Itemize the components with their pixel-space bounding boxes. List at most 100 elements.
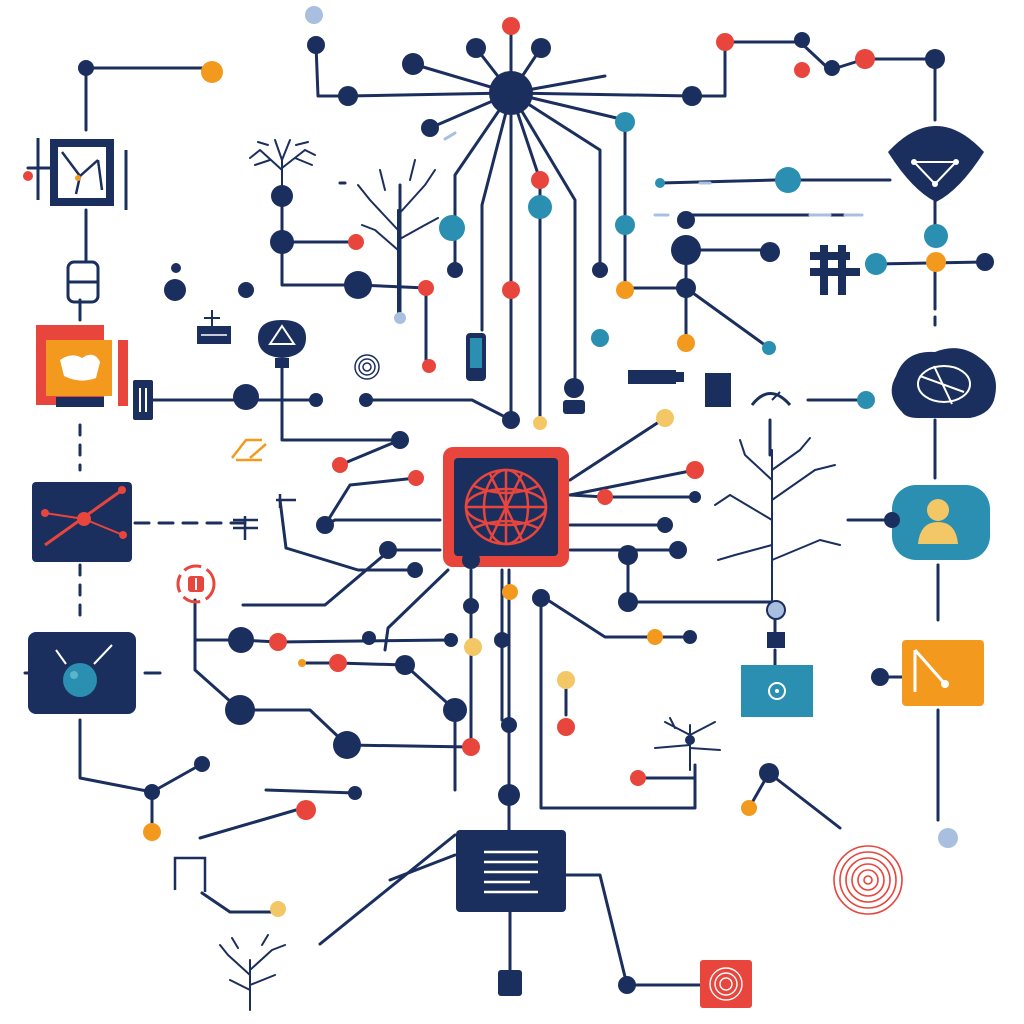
hierarchy-shield[interactable] — [888, 126, 984, 202]
node-dot — [857, 391, 875, 409]
node-dot — [333, 731, 361, 759]
node-dot — [924, 224, 948, 248]
node-dot — [618, 592, 638, 612]
eye-lens-icon — [55, 644, 113, 697]
node-dot — [591, 329, 609, 347]
node-dot — [269, 633, 287, 651]
node-dot — [741, 800, 757, 816]
node-dot — [647, 629, 663, 645]
node-dot — [307, 36, 325, 54]
node-dot — [296, 800, 316, 820]
orange-folder[interactable] — [36, 325, 128, 407]
node-dot — [402, 53, 424, 75]
node-dot — [444, 633, 458, 647]
node-dot — [630, 770, 646, 786]
node-dot — [395, 655, 415, 675]
node-dot — [794, 62, 810, 78]
node-dot — [309, 393, 323, 407]
node-dot — [557, 718, 575, 736]
node-dot — [362, 631, 376, 645]
node-dot — [592, 262, 608, 278]
node-dot — [225, 695, 255, 725]
top-hub-node — [489, 71, 533, 115]
map-folder-icon — [60, 354, 100, 381]
node-dot — [855, 49, 875, 69]
circuit-card[interactable] — [36, 138, 128, 210]
node-dot — [502, 411, 520, 429]
node-dot — [502, 17, 520, 35]
network-window[interactable] — [32, 482, 132, 562]
phone-node — [466, 333, 486, 381]
teal-display[interactable] — [741, 632, 813, 717]
plug-node — [66, 260, 100, 304]
connector-block — [628, 370, 731, 407]
node-dot — [618, 545, 638, 565]
node-dot — [615, 112, 635, 132]
node-dot — [528, 195, 552, 219]
node-dot — [656, 409, 674, 427]
connector-lines — [23, 26, 987, 987]
battery-node — [133, 380, 153, 420]
node-dot — [533, 416, 547, 430]
node-dot — [316, 516, 334, 534]
node-dot — [171, 263, 181, 273]
node-dot — [716, 33, 734, 51]
node-dot — [938, 828, 958, 848]
node-dot — [865, 253, 887, 275]
document-screen[interactable] — [456, 830, 566, 996]
central-processor[interactable] — [443, 447, 569, 567]
node-dot — [677, 334, 695, 352]
cloud-network[interactable] — [891, 348, 996, 418]
node-dot — [597, 489, 613, 505]
node-dot — [194, 756, 210, 772]
node-dot — [926, 252, 946, 272]
node-dot — [775, 167, 801, 193]
node-dot — [348, 234, 364, 250]
node-dot — [466, 38, 486, 58]
node-dot — [498, 784, 520, 806]
node-dot — [144, 784, 160, 800]
red-scribble-box — [700, 960, 752, 1008]
node-dot — [677, 211, 695, 229]
node-dot — [657, 517, 673, 533]
door-node — [173, 856, 207, 892]
spiral-icon — [354, 354, 380, 380]
node-dot — [616, 281, 634, 299]
node-dot — [379, 541, 397, 559]
node-dot — [348, 786, 362, 800]
node-dot — [338, 86, 358, 106]
red-scribble-icon — [709, 967, 743, 1001]
node-dot — [270, 901, 286, 917]
network-link-icon — [41, 486, 127, 547]
sensor-panel[interactable] — [28, 632, 136, 714]
node-dot — [501, 717, 517, 733]
node-dot — [824, 60, 840, 76]
node-dot — [686, 461, 704, 479]
red-spiral — [833, 845, 903, 915]
node-dot — [794, 32, 810, 48]
node-dot — [671, 235, 701, 265]
node-dot — [760, 242, 780, 262]
hierarchy-icon — [911, 161, 959, 186]
node-dot — [228, 627, 254, 653]
node-dot — [502, 584, 518, 600]
node-dot — [408, 470, 424, 486]
node-dot — [418, 280, 434, 296]
document-lines-icon — [484, 850, 538, 894]
node-dots — [23, 6, 994, 994]
node-dot — [655, 178, 665, 188]
node-dot — [464, 638, 482, 656]
node-dot — [305, 6, 323, 24]
node-dot — [344, 271, 372, 299]
node-dot — [463, 598, 479, 614]
node-dot — [618, 976, 636, 994]
user-profile[interactable] — [892, 485, 990, 560]
node-dot — [201, 61, 223, 83]
orange-note[interactable] — [902, 640, 984, 706]
node-dot — [531, 171, 549, 189]
tree-icon — [219, 139, 841, 1011]
node-dot — [531, 38, 551, 58]
node-dot — [78, 60, 94, 76]
shutter-node — [176, 564, 216, 604]
